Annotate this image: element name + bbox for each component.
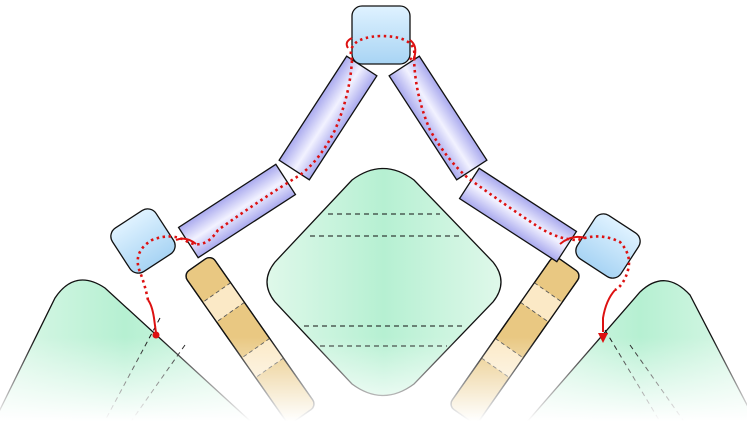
path-right-hook	[559, 235, 586, 245]
left-upper-link	[278, 55, 378, 181]
right-lower-link	[458, 167, 578, 263]
path-start-dot-icon	[152, 331, 160, 339]
top-joint	[351, 5, 411, 65]
left-joint	[110, 208, 176, 274]
routed-path	[136, 34, 631, 334]
right-upper-link	[388, 55, 488, 181]
path-top-left-hook	[345, 37, 353, 49]
path-top-loop	[349, 34, 416, 62]
path-end-segment	[602, 289, 616, 332]
path-top-right-hook	[409, 39, 417, 59]
left-lower-link	[177, 163, 297, 259]
path-left-run	[136, 59, 354, 301]
right-joint	[575, 213, 641, 279]
path-end-arrowhead-icon	[598, 333, 608, 343]
path-start-segment	[147, 299, 157, 334]
path-left-hook	[175, 237, 197, 245]
